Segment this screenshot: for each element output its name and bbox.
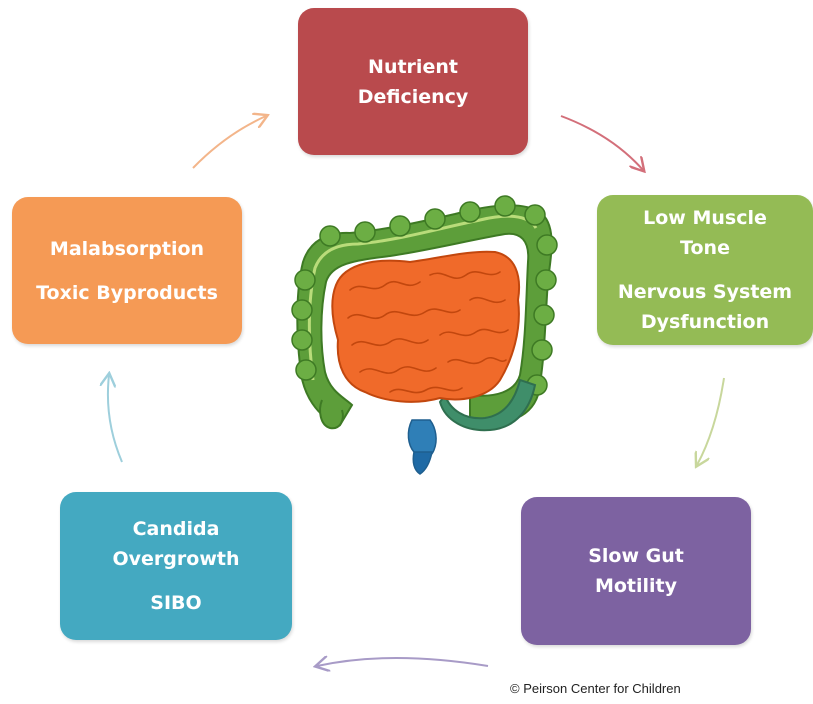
motility-line2: Motility [595, 571, 677, 601]
candida-line1: Candida [133, 514, 220, 544]
nutrient-deficiency-box: Nutrient Deficiency [298, 8, 528, 155]
low-muscle-tone-box: Low Muscle Tone Nervous System Dysfuncti… [597, 195, 813, 345]
arrow-malabsorption-to-nutrient [193, 116, 266, 168]
nutrient-line1: Nutrient [368, 52, 458, 82]
muscle-line2: Tone [680, 233, 730, 263]
malabsorption-box: Malabsorption Toxic Byproducts [12, 197, 242, 344]
malabsorption-line1: Malabsorption [50, 234, 204, 264]
malabsorption-line2: Toxic Byproducts [36, 278, 218, 308]
muscle-line4: Dysfunction [641, 307, 769, 337]
nutrient-line2: Deficiency [358, 82, 469, 112]
motility-line1: Slow Gut [588, 541, 684, 571]
muscle-line1: Low Muscle [643, 203, 767, 233]
slow-gut-motility-box: Slow Gut Motility [521, 497, 751, 645]
rectum-tip [413, 452, 432, 474]
arrow-candida-to-malabsorption [108, 375, 122, 462]
candida-line2: Overgrowth [113, 544, 240, 574]
copyright-text: © Peirson Center for Children [510, 681, 681, 696]
candida-line3: SIBO [150, 588, 201, 618]
candida-overgrowth-box: Candida Overgrowth SIBO [60, 492, 292, 640]
arrow-motility-to-candida [317, 658, 488, 666]
arrow-muscle-to-motility [697, 378, 724, 465]
muscle-line3: Nervous System [618, 277, 792, 307]
arrow-nutrient-to-muscle [561, 116, 643, 170]
intestine-illustration [292, 196, 557, 474]
